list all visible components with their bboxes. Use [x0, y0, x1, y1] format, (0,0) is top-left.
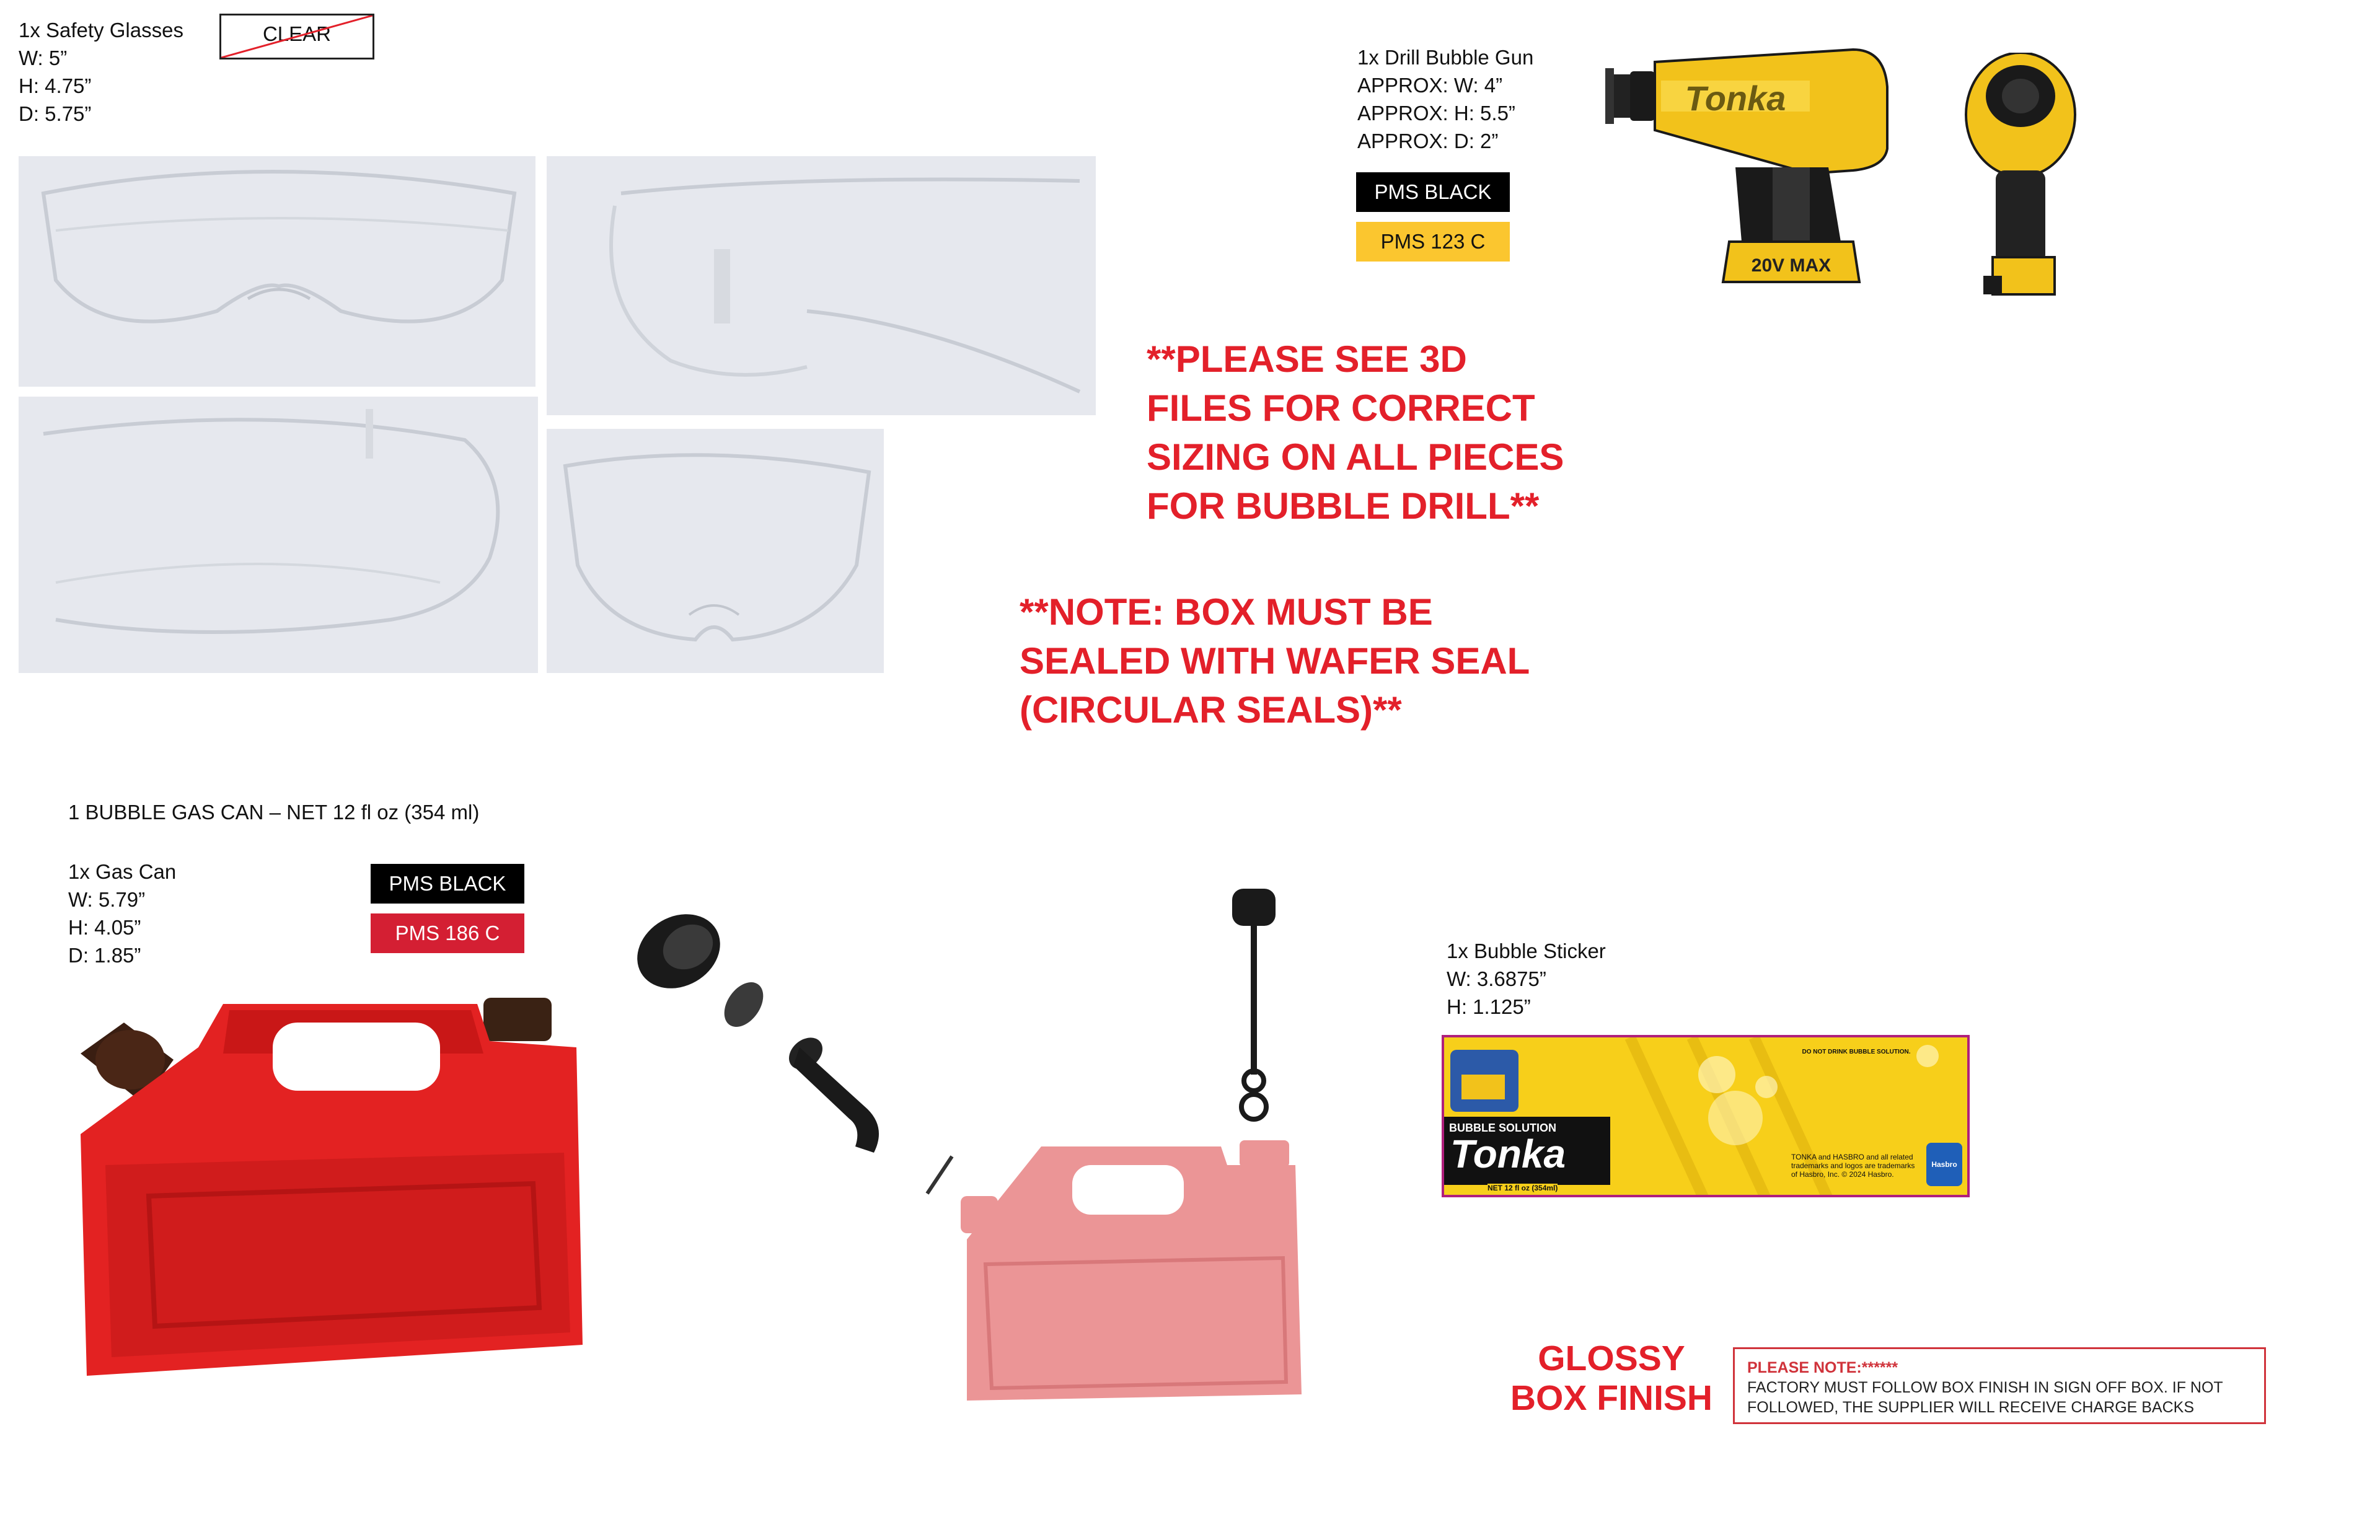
gascan-seal-disc-illustration [724, 982, 764, 1027]
sticker-logo-block [1444, 1117, 1610, 1185]
gascan-title: 1x Gas Can [68, 860, 177, 883]
gascan-pink-illustration [961, 1140, 1302, 1401]
gascan-swatch-black: PMS BLACK [371, 864, 524, 904]
glasses-photo-side [547, 156, 1096, 415]
glasses-side-illustration [609, 177, 1081, 394]
drill-front-illustration [1965, 53, 2076, 296]
sticker-net: NET 12 fl oz (354ml) [1488, 1184, 1558, 1192]
glasses-spec: 1x Safety Glasses W: 5” H: 4.75” D: 5.75… [19, 16, 183, 128]
drill-brand-text: Tonka [1685, 79, 1786, 118]
glasses-photo-top [19, 397, 538, 673]
gascan-heading: 1 BUBBLE GAS CAN – NET 12 fl oz (354 ml) [68, 801, 480, 824]
hasbro-logo-text: Hasbro [1931, 1160, 1957, 1169]
note-3d-line-1: **PLEASE SEE 3D [1147, 338, 1467, 380]
glasses-width: W: 5” [19, 46, 68, 69]
note-wafer-seal: **NOTE: BOX MUST BE SEALED WITH WAFER SE… [1020, 587, 1530, 734]
drill-height: APPROX: H: 5.5” [1357, 102, 1515, 125]
glossy-finish-label: GLOSSY BOX FINISH [1506, 1339, 1717, 1418]
sticker-height: H: 1.125” [1447, 995, 1531, 1018]
drill-title: 1x Drill Bubble Gun [1357, 46, 1534, 69]
drill-width: APPROX: W: 4” [1357, 74, 1503, 97]
drill-spec: 1x Drill Bubble Gun APPROX: W: 4” APPROX… [1357, 43, 1533, 155]
bubble-sticker: BUBBLE SOLUTION Tonka NET 12 fl oz (354m… [1442, 1035, 1970, 1197]
sticker-title: 1x Bubble Sticker [1447, 939, 1606, 962]
gascan-spout-illustration [789, 1037, 879, 1153]
glossy-line-1: GLOSSY [1538, 1339, 1685, 1378]
glasses-photo-angle [547, 429, 884, 673]
note-seal-line-1: **NOTE: BOX MUST BE [1020, 591, 1433, 633]
glasses-title: 1x Safety Glasses [19, 19, 183, 42]
note-3d-line-2: FILES FOR CORRECT [1147, 387, 1535, 429]
drill-swatch-yellow: PMS 123 C [1356, 222, 1510, 262]
sticker-background-art [1450, 1037, 1939, 1195]
sticker-trademark: TONKA and HASBRO and all related tradema… [1791, 1153, 1915, 1179]
gascan-washer-illustration [925, 1155, 954, 1195]
note-3d-files: **PLEASE SEE 3D FILES FOR CORRECT SIZING… [1147, 335, 1564, 530]
glasses-depth: D: 5.75” [19, 102, 92, 125]
strikethrough-line [221, 15, 372, 58]
finish-note-box: PLEASE NOTE:****** FACTORY MUST FOLLOW B… [1733, 1347, 2266, 1424]
gascan-height: H: 4.05” [68, 916, 141, 939]
drill-side-illustration: Tonka 20V MAX [1605, 48, 1889, 283]
drill-battery-text: 20V MAX [1752, 255, 1831, 276]
drill-swatch-black: PMS BLACK [1356, 172, 1510, 212]
note-seal-line-3: (CIRCULAR SEALS)** [1020, 689, 1402, 731]
gascan-cap-illustration [637, 914, 720, 988]
clear-color-box: CLEAR [219, 14, 374, 59]
sticker-brand: Tonka [1450, 1132, 1566, 1176]
hasbro-logo: Hasbro [1926, 1143, 1962, 1186]
sticker-width: W: 3.6875” [1447, 967, 1546, 990]
sticker-spec: 1x Bubble Sticker W: 3.6875” H: 1.125” [1447, 937, 1606, 1021]
finish-note-title: PLEASE NOTE:****** [1747, 1359, 1898, 1376]
gascan-spec: 1x Gas Can W: 5.79” H: 4.05” D: 1.85” [68, 858, 176, 969]
sticker-sub-brand: BUBBLE SOLUTION [1449, 1122, 1556, 1134]
gascan-swatch-red: PMS 186 C [371, 913, 524, 953]
note-seal-line-2: SEALED WITH WAFER SEAL [1020, 640, 1530, 682]
drill-depth: APPROX: D: 2” [1357, 130, 1499, 152]
finish-note-body: FACTORY MUST FOLLOW BOX FINISH IN SIGN O… [1747, 1379, 2223, 1416]
note-3d-line-3: SIZING ON ALL PIECES [1147, 436, 1564, 478]
sticker-warning: DO NOT DRINK BUBBLE SOLUTION. [1802, 1049, 1911, 1055]
clear-label: CLEAR [262, 22, 332, 45]
gascan-tether-cap-illustration [1232, 889, 1276, 1122]
glasses-top-illustration [43, 409, 500, 634]
glasses-angle-illustration [563, 453, 871, 642]
glossy-line-2: BOX FINISH [1510, 1378, 1713, 1418]
glasses-front-illustration [41, 170, 517, 323]
gascan-red-illustration [81, 998, 583, 1376]
glasses-height: H: 4.75” [19, 74, 92, 97]
gascan-width: W: 5.79” [68, 888, 146, 911]
gascan-depth: D: 1.85” [68, 944, 141, 967]
glasses-photo-front [19, 156, 536, 387]
note-3d-line-4: FOR BUBBLE DRILL** [1147, 485, 1540, 527]
